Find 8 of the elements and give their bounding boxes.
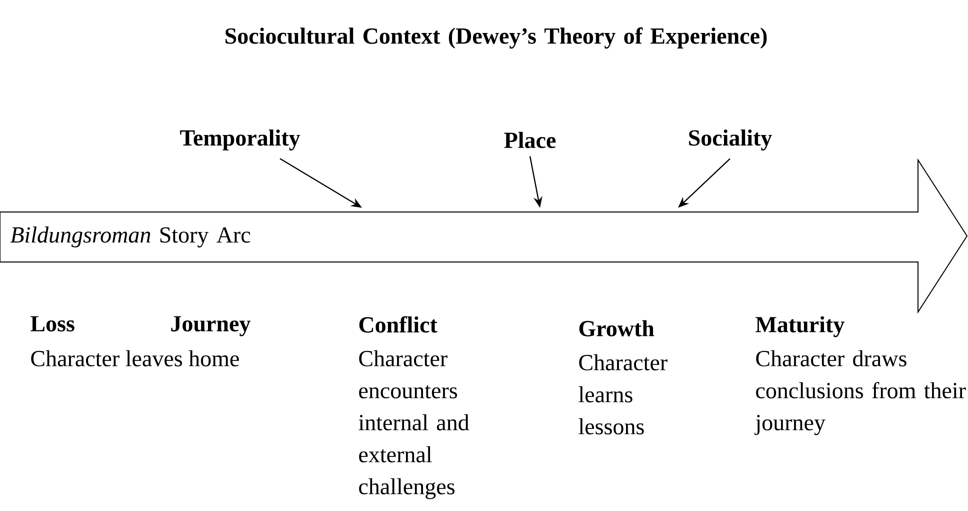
stage-description: Character encounters internal and external challenges	[358, 350, 470, 500]
stage-description: Character leaves home	[31, 350, 239, 366]
stage-description: Character learns lessons	[578, 354, 668, 434]
dimension-label: Temporality	[180, 130, 300, 150]
dimension-label: Sociality	[689, 130, 772, 150]
title: Sociocultural Context (Dewey’s Theory of Experience)	[226, 27, 767, 49]
stage-description: Character draws conclusions from their journey	[754, 350, 966, 436]
dimension-label: Place	[504, 132, 556, 148]
